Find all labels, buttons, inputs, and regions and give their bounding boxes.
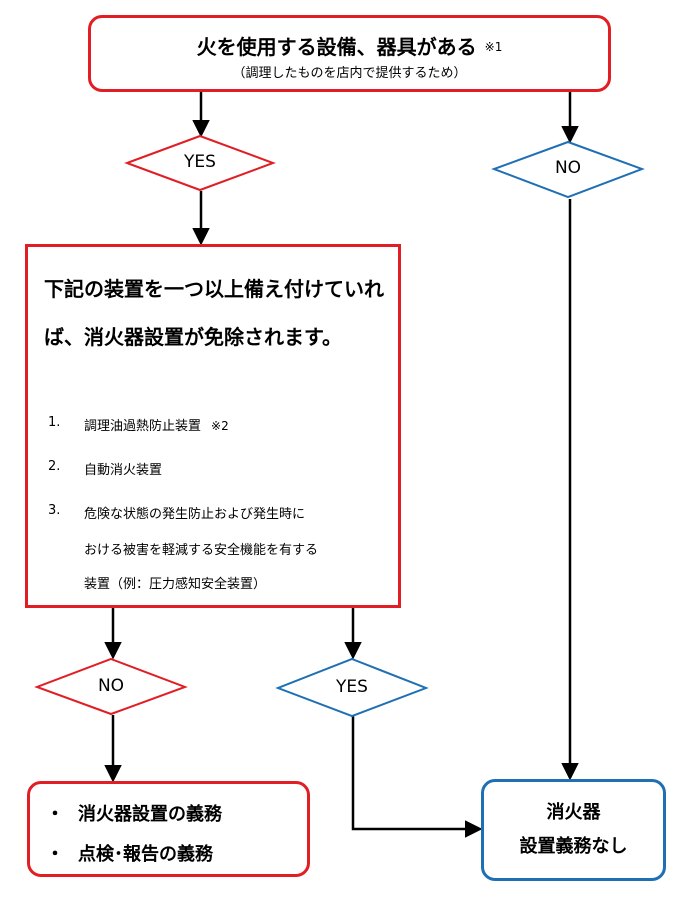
- bullet-2: ・: [46, 844, 64, 865]
- no-obligation-line-1: 消火器: [546, 802, 601, 823]
- decision-diamond-top-no: [491, 140, 645, 199]
- note-marker-2: ※2: [211, 419, 229, 433]
- obligation-line-1: ・消火器設置の義務: [46, 800, 222, 826]
- item-text: 自動消火装置: [84, 463, 163, 478]
- item-text: 調理油過熱防止装置: [84, 419, 202, 434]
- obligation-text-1: 消火器設置の義務: [78, 804, 222, 825]
- item-text: おける被害を軽減する安全機能を有する: [84, 543, 319, 558]
- obligation-text-2: 点検･報告の義務: [78, 844, 213, 865]
- decision-label-bottom-no: NO: [97, 676, 125, 696]
- decision-diamond-bottom-yes: [275, 657, 429, 718]
- no-obligation-line-2: 設置義務なし: [519, 836, 628, 857]
- arrow-yes-to-bottom-right: [351, 716, 483, 838]
- obligation-box: ・消火器設置の義務 ・点検･報告の義務: [27, 781, 310, 877]
- item-text: 装置（例：圧力感知安全装置）: [84, 577, 267, 592]
- item-number: 1.: [48, 415, 61, 430]
- decision-label-top-no: NO: [554, 158, 582, 178]
- decision-diamond-top-yes: [124, 134, 276, 192]
- start-condition-title-text: 火を使用する設備、器具がある: [196, 35, 477, 59]
- decision-label-bottom-yes: YES: [336, 677, 368, 697]
- item-text: 危険な状態の発生防止および発生時に: [84, 507, 306, 522]
- obligation-line-2: ・点検･報告の義務: [46, 840, 213, 866]
- start-condition-subtitle: （調理したものを店内で提供するため）: [232, 66, 467, 81]
- item-number: 3.: [48, 503, 61, 518]
- exemption-heading: 下記の装置を一つ以上備え付けていれば、消火器設置が免除されます。: [44, 277, 384, 349]
- no-obligation-box: 消火器 設置義務なし: [481, 779, 666, 881]
- decision-label-top-yes: YES: [184, 152, 216, 172]
- start-condition-title: 火を使用する設備、器具がある ※1: [91, 31, 608, 60]
- exemption-condition-box: 下記の装置を一つ以上備え付けていれば、消火器設置が免除されます。 1. 調理油過…: [25, 244, 401, 608]
- start-condition-box: 火を使用する設備、器具がある ※1 （調理したものを店内で提供するため）: [88, 15, 611, 92]
- bullet-1: ・: [46, 804, 64, 825]
- item-number: 2.: [48, 459, 61, 474]
- decision-diamond-bottom-no: [34, 657, 188, 716]
- note-marker-1: ※1: [484, 40, 503, 54]
